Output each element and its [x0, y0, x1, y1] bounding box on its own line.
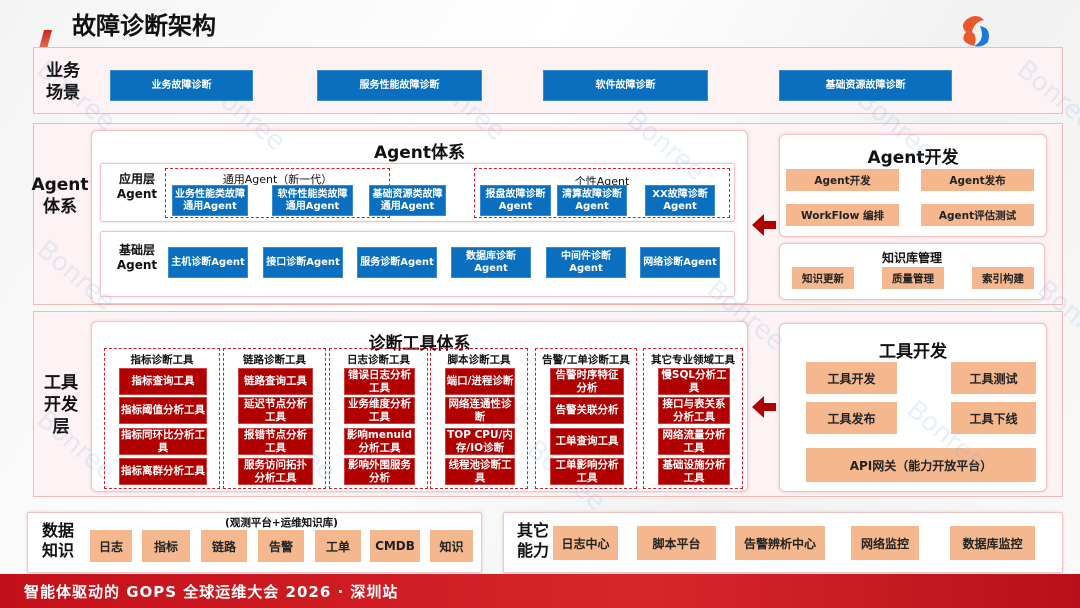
business-label: 业务 场景 — [46, 61, 80, 103]
generic-agent-button[interactable]: 软件性能类故障通用Agent — [272, 185, 353, 216]
logo-icon — [963, 16, 989, 47]
tool-group-title: 指标诊断工具 — [130, 354, 194, 366]
base-agent-button[interactable]: 服务诊断Agent — [357, 247, 437, 278]
tool-button[interactable]: 指标查询工具 — [119, 368, 207, 395]
kb-button[interactable]: 知识更新 — [792, 267, 854, 289]
tool-dev-button[interactable]: 工具发布 — [806, 402, 897, 434]
tool-button[interactable]: 报错节点分析工具 — [238, 428, 313, 455]
personal-agent-button[interactable]: 报盘故障诊断Agent — [480, 185, 551, 216]
tool-button[interactable]: 业务维度分析工具 — [344, 397, 415, 424]
tool-group-5 — [643, 348, 743, 489]
data-source-button[interactable]: 工单 — [315, 530, 361, 562]
tool-button[interactable]: 线程池诊断工具 — [445, 458, 515, 485]
other-capability-button[interactable]: 告警辨析中心 — [735, 526, 825, 560]
tool-group-0 — [104, 348, 220, 489]
tool-group-2 — [329, 348, 428, 489]
tool-button[interactable]: 指标离群分析工具 — [119, 458, 207, 485]
personal-agent-button[interactable]: 清算故障诊断Agent — [557, 185, 627, 216]
business-scenario-button[interactable]: 基础资源故障诊断 — [779, 70, 952, 101]
tool-button[interactable]: 错误日志分析工具 — [344, 368, 415, 395]
tool-group-title: 脚本诊断工具 — [447, 354, 511, 366]
tools-label: 工具 开发 层 — [44, 373, 78, 437]
personal-agent-button[interactable]: XX故障诊断Agent — [645, 185, 715, 216]
other-capability-button[interactable]: 日志中心 — [553, 526, 618, 560]
tool-system-title: 诊断工具体系 — [368, 334, 471, 354]
generic-agent-button[interactable]: 业务性能类故障通用Agent — [172, 185, 248, 216]
tool-group-title: 告警/工单诊断工具 — [542, 354, 630, 366]
tool-button[interactable]: 基础设施分析工具 — [658, 458, 730, 485]
data-subtitle: (观测平台+运维知识库) — [225, 517, 338, 529]
tool-button[interactable]: 延迟节点分析工具 — [238, 397, 313, 424]
kb-button[interactable]: 质量管理 — [882, 267, 944, 289]
tool-button[interactable]: 网络流量分析工具 — [658, 428, 730, 455]
generic-agent-button[interactable]: 基础资源类故障通用Agent — [369, 185, 446, 216]
tool-button[interactable]: 指标阈值分析工具 — [119, 397, 207, 424]
arrow-left-icon — [752, 396, 764, 418]
arrow-left-icon — [752, 214, 764, 236]
tool-button[interactable]: 影响menuid分析工具 — [344, 428, 415, 455]
agent-dev-button[interactable]: WorkFlow 编排 — [786, 204, 899, 226]
tool-group-4 — [535, 348, 637, 489]
tool-dev-button[interactable]: 工具下线 — [951, 402, 1036, 434]
tool-dev-button[interactable]: 工具开发 — [806, 362, 897, 394]
tool-button[interactable]: 慢SQL分析工具 — [658, 368, 730, 395]
data-source-button[interactable]: 日志 — [90, 530, 132, 562]
other-label: 其它 能力 — [516, 521, 549, 560]
tool-dev-title: 工具开发 — [879, 342, 947, 362]
tool-button[interactable]: 指标同环比分析工具 — [119, 428, 207, 455]
tool-group-title: 日志诊断工具 — [347, 354, 410, 366]
agent-label: Agent 体系 — [31, 175, 89, 217]
base-agent-button[interactable]: 数据库诊断Agent — [451, 247, 531, 278]
tool-button[interactable]: 工单查询工具 — [550, 428, 624, 455]
footer-banner: 智能体驱动的 GOPS 全球运维大会 2026 · 深圳站 — [0, 574, 1080, 608]
tool-button[interactable]: TOP CPU/内存/IO诊断 — [445, 428, 515, 455]
agent-dev-title: Agent开发 — [867, 148, 959, 168]
personal-agent-title: 个性Agent — [574, 175, 630, 188]
data-source-button[interactable]: 指标 — [142, 530, 190, 562]
arrow-tools-shaft — [764, 403, 776, 411]
business-scenario-button[interactable]: 业务故障诊断 — [110, 70, 253, 101]
tool-group-title: 链路诊断工具 — [243, 354, 306, 366]
data-source-button[interactable]: 知识 — [430, 530, 473, 562]
other-capability-button[interactable]: 脚本平台 — [637, 526, 716, 560]
tool-group-3 — [430, 348, 528, 489]
page-title: 故障诊断架构 — [72, 12, 216, 40]
other-capability-button[interactable]: 网络监控 — [851, 526, 919, 560]
generic-agent-title: 通用Agent（新一代） — [222, 173, 333, 186]
app-layer-label: 应用层 Agent — [116, 172, 158, 201]
base-agent-button[interactable]: 接口诊断Agent — [263, 247, 343, 278]
tool-button[interactable]: 链路查询工具 — [238, 368, 313, 395]
arrow-agent-shaft — [764, 221, 776, 229]
tool-group-title: 其它专业领域工具 — [651, 354, 735, 366]
tool-dev-button[interactable]: 工具测试 — [951, 362, 1036, 394]
data-source-button[interactable]: 告警 — [258, 530, 304, 562]
tool-button[interactable]: 告警时序特征分析 — [550, 368, 624, 395]
data-label: 数据 知识 — [41, 521, 74, 560]
business-scenario-button[interactable]: 软件故障诊断 — [543, 70, 708, 101]
tool-button[interactable]: 接口与表关系分析工具 — [658, 397, 730, 424]
agent-dev-button[interactable]: Agent发布 — [921, 169, 1034, 191]
api-gateway-button[interactable]: API网关（能力开放平台） — [806, 448, 1036, 482]
tool-button[interactable]: 服务访问拓扑分析工具 — [238, 458, 313, 485]
base-agent-button[interactable]: 网络诊断Agent — [640, 247, 720, 278]
business-scenario-button[interactable]: 服务性能故障诊断 — [317, 70, 482, 101]
tool-button[interactable]: 工单影响分析工具 — [550, 458, 624, 485]
data-source-button[interactable]: CMDB — [370, 530, 420, 562]
tool-button[interactable]: 端口/进程诊断 — [445, 368, 515, 395]
base-agent-button[interactable]: 主机诊断Agent — [168, 247, 248, 278]
kb-title: 知识库管理 — [881, 251, 942, 265]
agent-system-title: Agent体系 — [373, 143, 466, 163]
kb-button[interactable]: 索引构建 — [972, 267, 1034, 289]
other-capability-button[interactable]: 数据库监控 — [950, 526, 1035, 560]
base-layer-label: 基础层 Agent — [116, 243, 158, 272]
tool-button[interactable]: 影响外围服务分析 — [344, 458, 415, 485]
personal-agent-group — [474, 168, 730, 218]
data-source-button[interactable]: 链路 — [201, 530, 247, 562]
tool-button[interactable]: 告警关联分析 — [550, 397, 624, 424]
tool-group-1 — [223, 348, 326, 489]
base-agent-button[interactable]: 中间件诊断Agent — [546, 247, 626, 278]
agent-dev-button[interactable]: Agent评估测试 — [921, 204, 1034, 226]
agent-dev-button[interactable]: Agent开发 — [786, 169, 899, 191]
tool-button[interactable]: 网络连通性诊断 — [445, 397, 515, 424]
